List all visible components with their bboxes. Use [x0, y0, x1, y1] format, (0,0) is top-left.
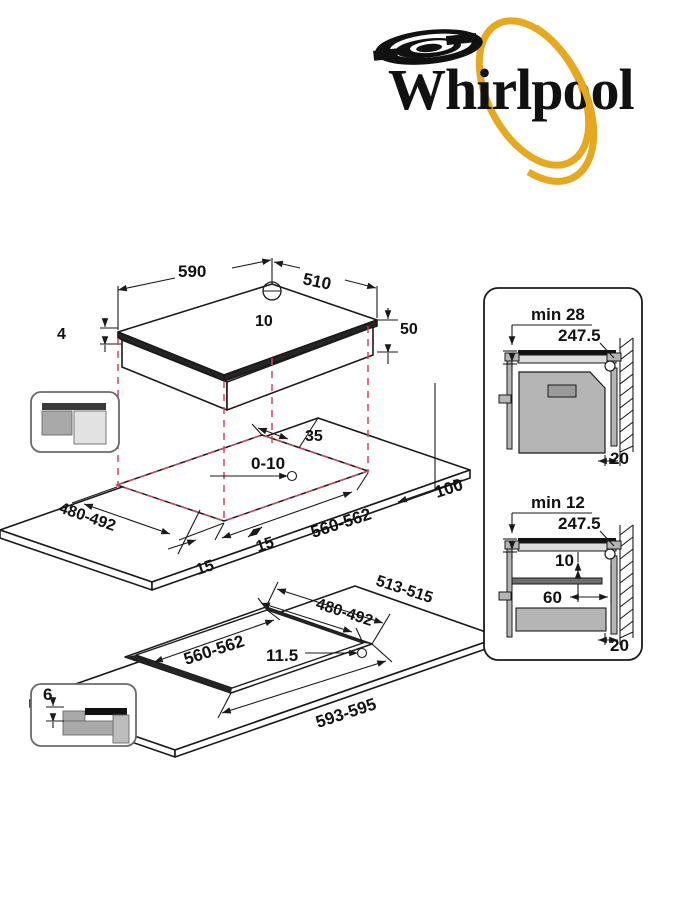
dim-label-hob-width: 590: [178, 262, 206, 281]
dim-label-margin-left: 15: [194, 557, 216, 579]
dim-label-drawer-offset: 60: [543, 588, 562, 607]
dim-line-480-492: [83, 503, 171, 535]
panel-drawer-section: min 12 247.5 10 60 20: [498, 493, 634, 655]
ext-480f-b: [355, 627, 364, 644]
detail-edge-glass: [85, 708, 127, 715]
ext-593-b: [371, 643, 393, 663]
dim-label-rear-clearance: 0-10: [251, 454, 285, 473]
drawer-panel-cabinet-right: [610, 555, 618, 635]
dim-label-detail-6: 6: [43, 685, 52, 704]
dim-line-560-562: [221, 491, 353, 539]
ext-15a: [177, 509, 201, 555]
dim-label-20-oven: 20: [610, 449, 629, 468]
hob-footprint-dashed: [114, 434, 371, 522]
dim-line-560-562-flush: [153, 619, 275, 663]
hob-glass-edge-front-right: [223, 319, 378, 382]
detail-edge-worktop: [62, 720, 116, 736]
dim-label-body-height: 50: [400, 321, 418, 338]
drawer-panel-hob-body: [517, 542, 617, 552]
logo-swirl-icon: [373, 29, 483, 65]
hob-dimensions: [100, 258, 398, 364]
logo-ring-front-arc: [526, 24, 598, 185]
dim-label-corner-radius: 10: [255, 313, 273, 330]
dim-label-front-offset: 35: [305, 428, 323, 445]
dim-line-590-a: [117, 277, 176, 292]
oven-panel-connector-icon: [604, 360, 616, 372]
dim-line-15-left: [167, 539, 197, 550]
detail-flush-worktop-right: [73, 410, 107, 445]
detail-box-edge-profile: 6: [30, 683, 137, 747]
dim-line-510-b: [344, 279, 377, 289]
dim-line-590-b: [231, 258, 272, 269]
drawer-panel-connector-icon: [604, 548, 616, 560]
panel-oven-section: min 28 247.5 20: [498, 305, 634, 468]
drawer-body: [515, 607, 607, 632]
brand-logo: Whirlpool: [373, 17, 635, 185]
oven-body: [518, 371, 606, 454]
logo-wordmark: Whirlpool: [388, 57, 634, 122]
detail-box-flush-mount: [30, 391, 120, 453]
dim-line-15-right: [247, 526, 263, 538]
dim-label-247-5-oven: 247.5: [558, 326, 601, 345]
view-hob-isometric: [117, 283, 378, 411]
drawer-panel-knob: [498, 591, 512, 601]
oven-panel-cabinet-right: [610, 367, 618, 447]
flush-dimensions: [135, 581, 393, 719]
ext-35-b: [298, 417, 319, 449]
detail-edge-lip: [62, 710, 86, 722]
dim-line-480-492-flush: [260, 602, 353, 633]
dim-label-flush-step: 11.5: [266, 646, 298, 665]
detail-edge-side-panel: [112, 714, 130, 744]
hob-body-right-face: [226, 326, 374, 411]
ext-560-b: [356, 472, 369, 491]
drawer-panel-worktop-right: [606, 540, 622, 550]
oven-control-panel: [547, 384, 577, 398]
dim-label-shelf-gap: 10: [555, 551, 574, 570]
flush-step-node-icon: [356, 647, 368, 659]
dim-label-min12: min 12: [531, 493, 585, 512]
dim-label-min28: min 28: [531, 305, 585, 324]
oven-panel-cabinet-left: [506, 360, 513, 450]
ext-480-a: [71, 486, 118, 504]
rear-clearance-node-icon: [286, 470, 298, 482]
oven-panel-hob-glass: [518, 350, 616, 355]
ext-560f-a: [135, 654, 151, 665]
dim-label-glass-thickness: 4: [57, 326, 66, 343]
worktop-dimensions: [71, 383, 463, 555]
flush-rebate-band-front: [125, 655, 232, 693]
dim-leader-247-5-oven: [599, 342, 615, 359]
dim-label-margin-right: 15: [254, 534, 276, 556]
oven-panel-knob: [498, 394, 512, 404]
oven-panel-worktop-left: [504, 352, 520, 362]
dim-label-247-5-drawer: 247.5: [558, 514, 601, 533]
dim-line-593-595: [221, 660, 387, 714]
detail-flush-glass: [42, 403, 106, 410]
dim-label-20-drawer: 20: [610, 636, 629, 655]
oven-panel-hob-body: [517, 354, 617, 364]
oven-panel-worktop-right: [606, 352, 622, 362]
dim-leader-247-5-drawer: [599, 530, 615, 547]
dim-line-510-a: [273, 260, 301, 269]
ext-513-b: [371, 613, 391, 645]
dim-line-100: [397, 479, 463, 503]
detail-flush-worktop-left: [41, 410, 73, 436]
drawer-panel-worktop-left: [504, 540, 520, 550]
ext-560f-b: [266, 609, 281, 621]
drawer-panel-hob-glass: [518, 538, 616, 543]
installation-panel: min 28 247.5 20: [483, 287, 643, 661]
dim-line-35: [257, 427, 289, 440]
drawer-panel-shelf: [511, 577, 603, 585]
